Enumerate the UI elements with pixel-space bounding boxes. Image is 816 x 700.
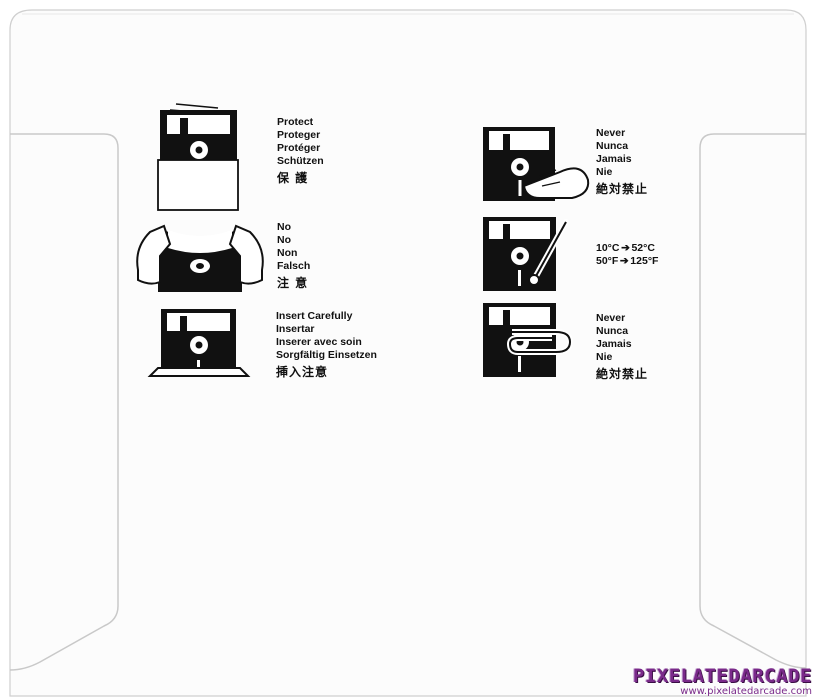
watermark: PIXELATEDARCADE www.pixelatedarcade.com	[633, 666, 812, 698]
insert-line-jp: 挿入注意	[276, 365, 329, 379]
never-clip-line-jp: 絶対禁止	[596, 367, 649, 381]
never-touch-line-de: Nie	[596, 166, 613, 178]
sleeve-body	[9, 9, 807, 697]
no-bend-line-en: No	[277, 221, 291, 233]
protect-line-en: Protect	[277, 116, 314, 128]
celsius-to: 52°C	[631, 242, 655, 254]
no-bend-text: No No Non Falsch 注 意	[277, 221, 310, 291]
no-bend-icon	[136, 224, 264, 292]
no-bend-line-fr: Non	[277, 247, 298, 259]
never-clip-line-fr: Jamais	[596, 338, 632, 350]
protect-text: Protect Proteger Protéger Schützen 保 護	[277, 116, 324, 186]
never-touch-line-en: Never	[596, 127, 626, 139]
insert-text: Insert Carefully Insertar Inserer avec s…	[276, 310, 377, 380]
temperature-icon	[483, 217, 569, 291]
never-touch-line-jp: 絶対禁止	[596, 182, 649, 196]
temperature-celsius: 10°C➔52°C	[596, 242, 658, 255]
no-bend-line-es: No	[277, 234, 291, 246]
watermark-brand: PIXELATEDARCADE	[632, 665, 812, 687]
celsius-from: 10°C	[596, 242, 620, 254]
insert-line-fr: Inserer avec soin	[276, 336, 362, 348]
insert-line-en: Insert Carefully	[276, 310, 353, 322]
left-flap-cutout	[9, 133, 119, 671]
protect-line-es: Proteger	[277, 129, 321, 141]
arrow-icon: ➔	[619, 255, 629, 267]
never-touch-line-es: Nunca	[596, 140, 629, 152]
never-clip-icon	[483, 303, 574, 377]
never-touch-icon	[483, 127, 590, 201]
insert-line-de: Sorgfältig Einsetzen	[276, 349, 377, 361]
temperature-fahrenheit: 50°F➔125°F	[596, 255, 658, 268]
temperature-text: 10°C➔52°C 50°F➔125°F	[596, 242, 658, 268]
protect-icon	[157, 103, 239, 211]
never-clip-line-en: Never	[596, 312, 626, 324]
never-touch-line-fr: Jamais	[596, 153, 632, 165]
right-flap-cutout	[699, 133, 807, 669]
insert-icon	[147, 309, 251, 377]
arrow-icon: ➔	[621, 242, 630, 254]
no-bend-line-de: Falsch	[277, 260, 311, 272]
protect-line-fr: Protéger	[277, 142, 321, 154]
never-clip-line-de: Nie	[596, 351, 613, 363]
fahrenheit-from: 50°F	[596, 255, 619, 267]
no-bend-line-jp: 注 意	[277, 276, 309, 290]
fahrenheit-to: 125°F	[630, 255, 659, 267]
never-clip-line-es: Nunca	[596, 325, 629, 337]
protect-line-jp: 保 護	[277, 171, 309, 185]
protect-line-de: Schützen	[277, 155, 324, 167]
insert-line-es: Insertar	[276, 323, 315, 335]
never-clip-text: Never Nunca Jamais Nie 絶対禁止	[596, 312, 648, 382]
watermark-url: www.pixelatedarcade.com	[680, 686, 812, 697]
never-touch-text: Never Nunca Jamais Nie 絶対禁止	[596, 127, 648, 197]
